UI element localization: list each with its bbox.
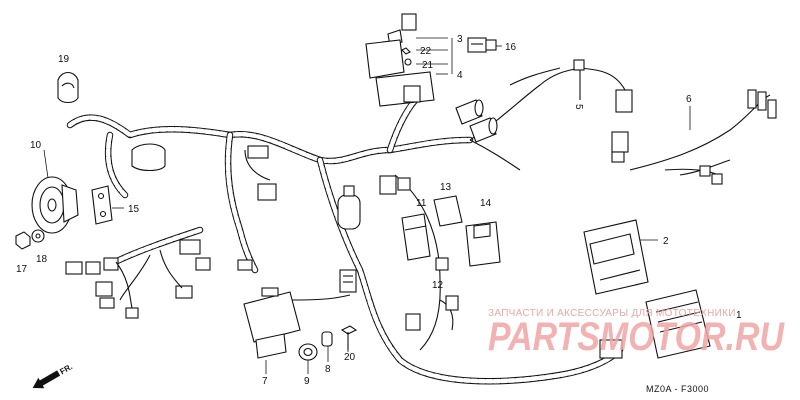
diagram-code: MZ0A - F3000	[646, 384, 709, 394]
callout-14: 14	[480, 198, 492, 209]
fuse-box-stack	[365, 13, 435, 107]
callout-8: 8	[325, 364, 331, 375]
callout-labels: 1 2 3 4 5 6 7 8 9 10 11 12 13 14 15 16 1…	[16, 34, 742, 387]
bolt	[340, 325, 358, 350]
callout-4: 4	[457, 70, 463, 81]
callout-9: 9	[304, 376, 310, 387]
watermark: ЗАПЧАСТИ И АКСЕССУАРЫ ДЛЯ МОТОТЕХНИКИ PA…	[488, 308, 785, 359]
fuse-box-lower	[243, 287, 301, 359]
relay-12	[435, 257, 449, 271]
connector-cluster-left	[65, 239, 211, 319]
horn-bracket	[91, 185, 113, 225]
callout-19: 19	[58, 54, 70, 65]
callout-11: 11	[416, 198, 427, 209]
washer	[31, 229, 45, 243]
callout-6: 6	[686, 94, 692, 105]
callout-leaders	[43, 37, 691, 374]
harness-clamp	[57, 71, 79, 104]
callout-12: 12	[432, 280, 444, 291]
callout-22: 22	[420, 46, 432, 57]
connector-cluster-center	[131, 143, 277, 271]
callout-13: 13	[440, 182, 452, 193]
callout-15: 15	[128, 204, 140, 215]
callout-16: 16	[505, 42, 517, 53]
front-direction-indicator: FR.	[32, 362, 74, 389]
watermark-tagline: ЗАПЧАСТИ И АКСЕССУАРЫ ДЛЯ МОТОТЕХНИКИ	[488, 308, 736, 319]
filter-capsule	[337, 185, 361, 230]
main-wire-harness	[66, 91, 624, 385]
flange-nut	[15, 231, 31, 250]
callout-3: 3	[457, 34, 463, 45]
ignition-control-module	[583, 219, 649, 295]
callout-2: 2	[663, 236, 669, 247]
relay-clip	[467, 37, 497, 53]
callout-7: 7	[262, 376, 268, 387]
relay-14	[465, 221, 501, 267]
coupler-lower-middle	[405, 295, 459, 331]
relay-13	[433, 195, 463, 227]
sub-harness-connectors	[699, 89, 777, 185]
callout-21: 21	[422, 60, 434, 71]
bulb-sockets	[379, 99, 498, 195]
regulator-rectifier	[599, 289, 711, 359]
watermark-logo: PARTSMOTOR.RU	[488, 315, 785, 359]
callout-5: 5	[573, 104, 584, 110]
relay-11	[401, 213, 431, 261]
callout-17: 17	[16, 264, 28, 275]
front-direction-label: FR.	[58, 362, 74, 376]
coupler-right-top	[573, 59, 633, 163]
coupler-center	[339, 269, 357, 293]
callout-20: 20	[344, 352, 356, 363]
callout-18: 18	[36, 254, 48, 265]
horn	[31, 176, 79, 234]
callout-1: 1	[736, 310, 742, 321]
collar	[321, 331, 333, 347]
callout-10: 10	[30, 140, 42, 151]
grommet	[298, 343, 318, 361]
